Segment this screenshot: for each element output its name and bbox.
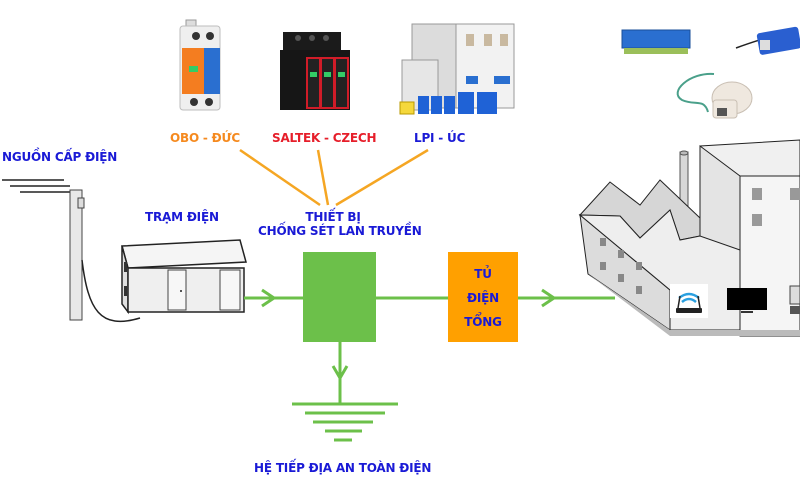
ground-symbol-icon [292,402,398,442]
power-source-label: NGUỒN CẤP ĐIỆN [2,150,118,164]
main-panel-label-line3: TỔNG [464,315,502,329]
spd-label-line1: THIẾT BỊ [305,210,361,224]
brand-connectors [239,148,429,207]
main-panel-label-line1: TỦ [474,267,492,281]
computer-icon [789,285,800,314]
power-line [244,288,615,404]
coaxial-surge-protector-icon [735,26,800,55]
obo-surge-arrester-icon [179,19,221,111]
surge-protector-box [303,252,376,342]
brand-obo-label: OBO - ĐỨC [170,131,240,145]
saltek-surge-arrester-icon [280,32,350,110]
wifi-router-icon [670,284,708,318]
brand-saltek-label: SALTEK - CZECH [272,131,377,145]
main-distribution-panel [448,252,518,342]
grounding-label: HỆ TIẾP ĐỊA AN TOÀN ĐIỆN [254,461,432,475]
lpi-surge-cabinet-icon [399,23,515,115]
spd-label: THIẾT BỊ CHỐNG SÉT LAN TRUYỀN [258,210,422,238]
substation-label: TRẠM ĐIỆN [145,210,219,224]
substation-building-icon [121,239,247,315]
tv-monitor-icon [727,288,767,313]
brand-lpi-label: LPI - ÚC [414,131,466,145]
apc-telephone-surge-protector-icon [676,72,753,119]
spd-label-line2: CHỐNG SÉT LAN TRUYỀN [258,224,422,238]
utility-pole-icon [2,179,141,323]
lpi-data-line-protector-icon [621,29,691,54]
main-panel-label-line2: ĐIỆN [467,291,499,305]
main-panel-label: TỦ ĐIỆN TỔNG [448,262,518,334]
